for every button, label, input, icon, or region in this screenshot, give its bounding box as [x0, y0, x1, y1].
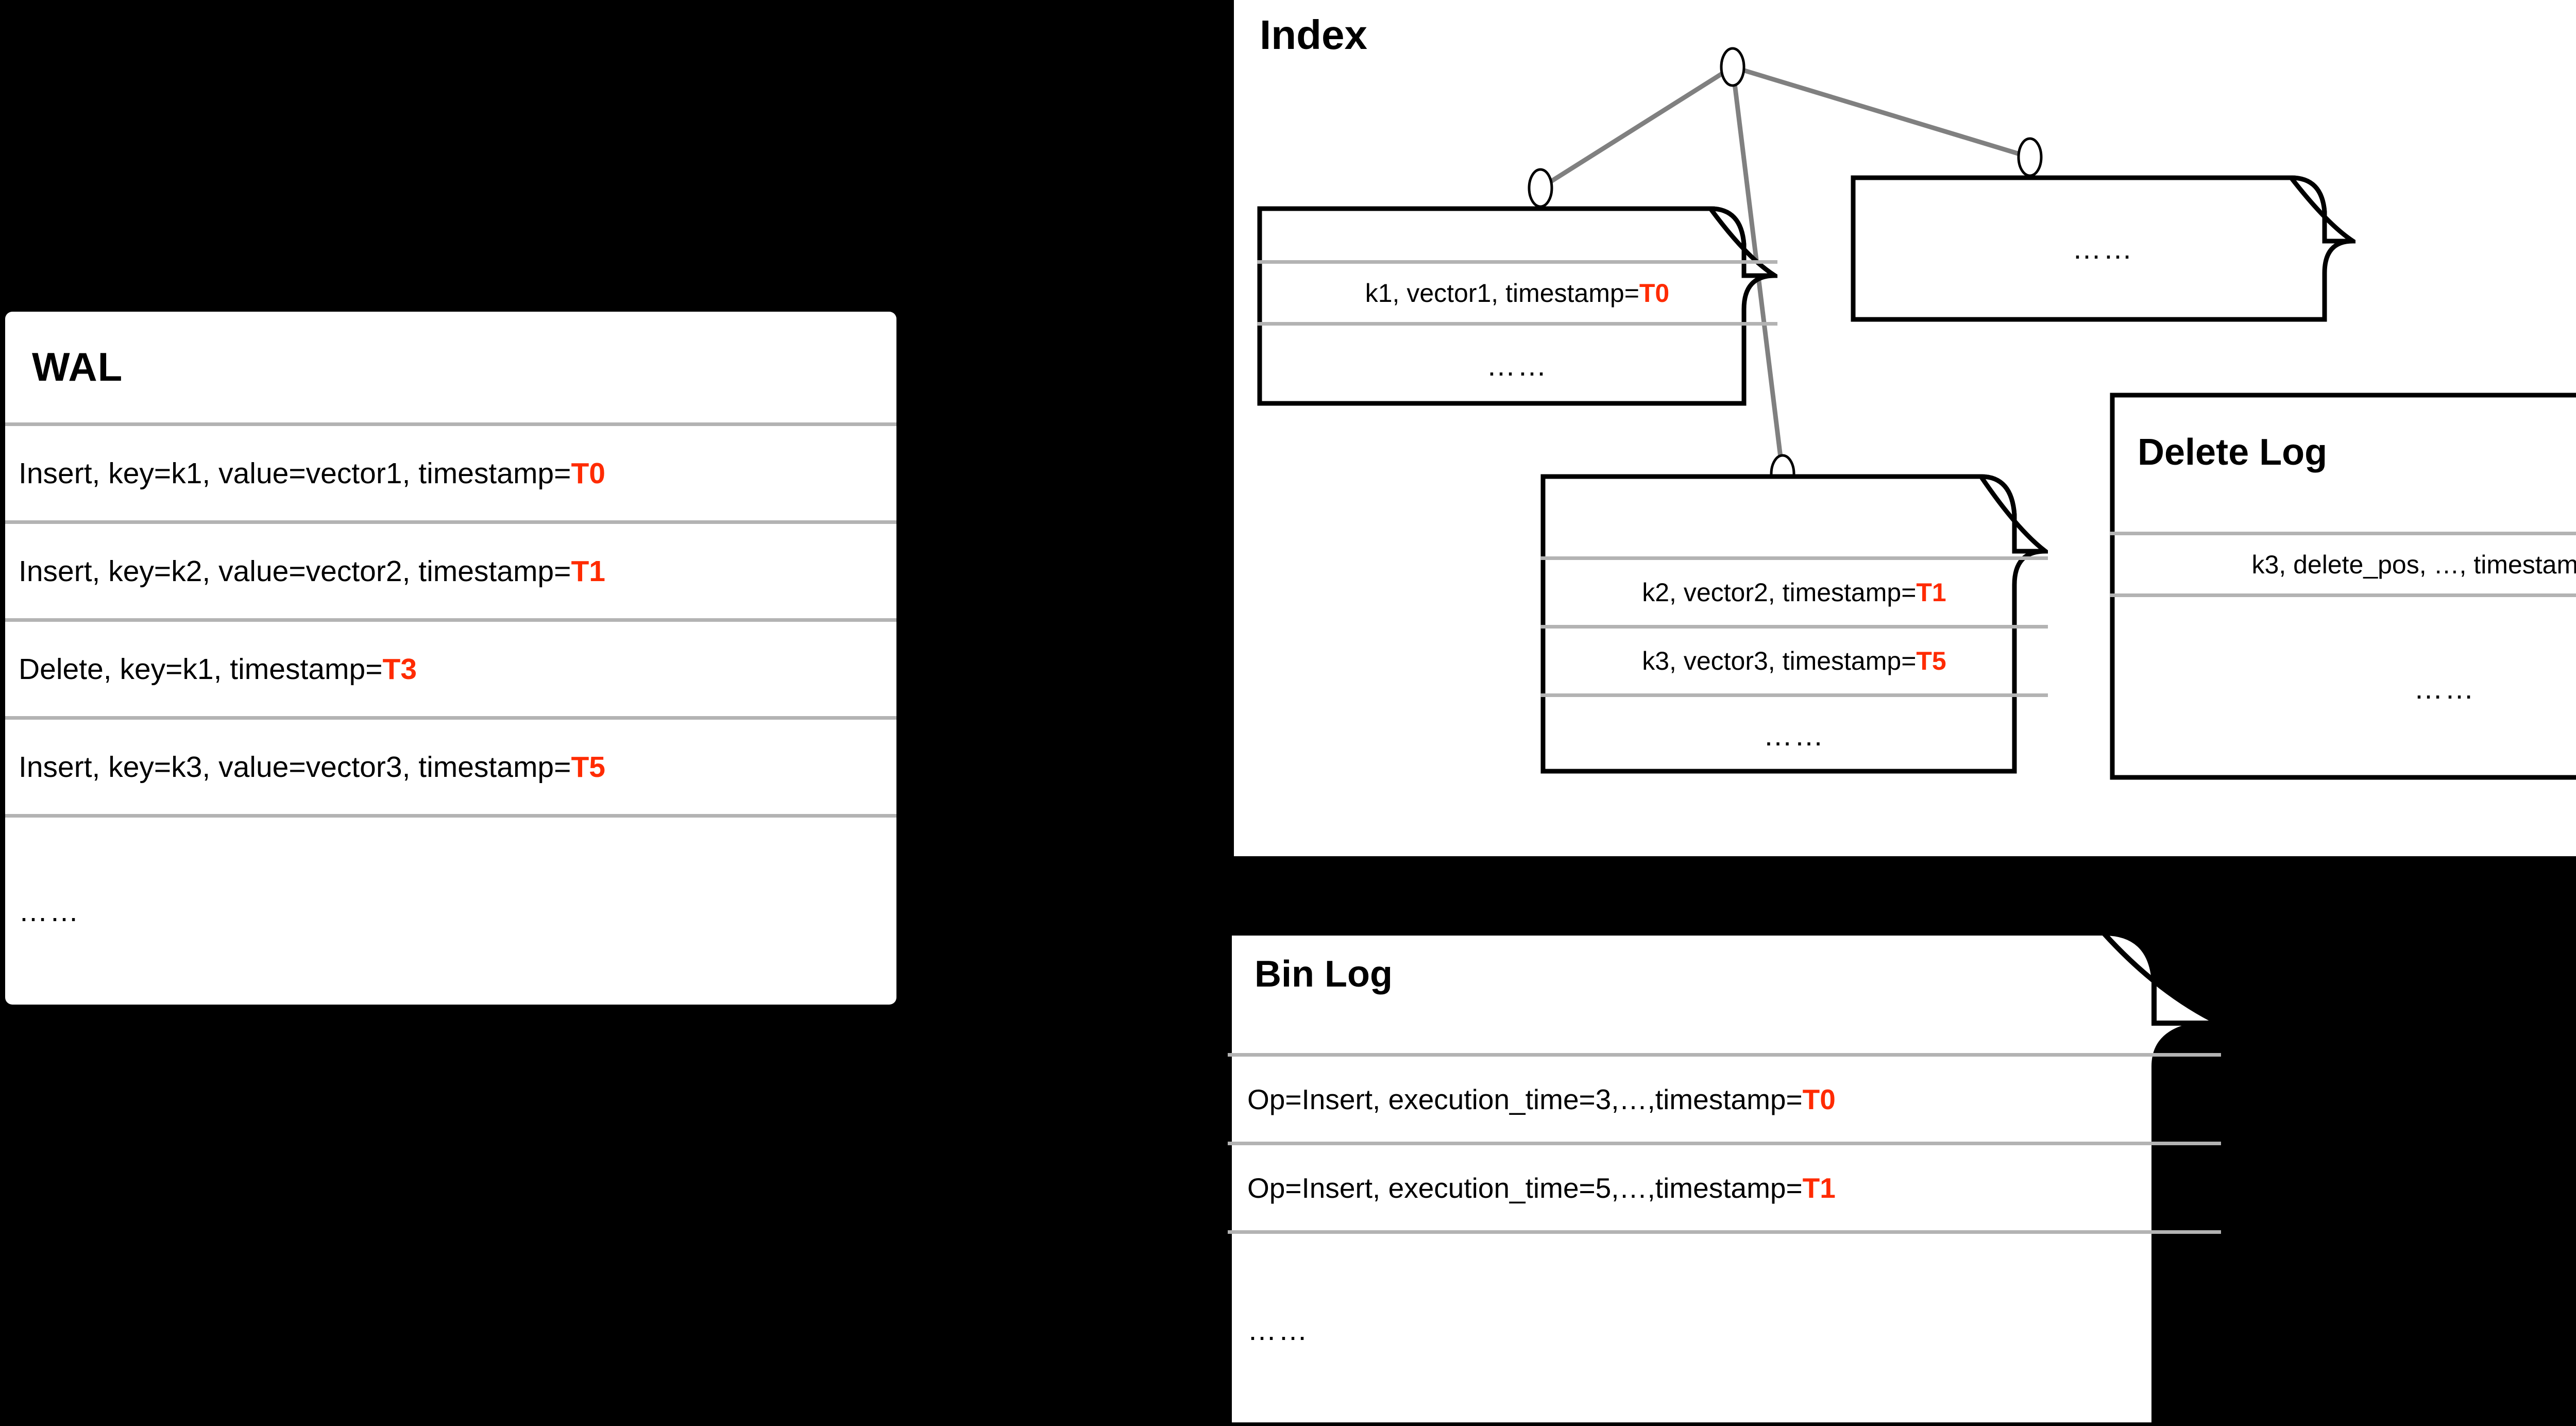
bin-log-ellipsis-row: ……: [1228, 1230, 2221, 1426]
wal-row-ellipsis: ……: [19, 894, 80, 928]
tree-node-right-child: [2019, 139, 2041, 176]
delete-log-row: k3, delete_pos, …, timestamp=T3: [2110, 532, 2576, 593]
bin-log-row: Op=Insert, execution_time=3,…,timestamp=…: [1228, 1053, 2221, 1142]
wal-row-timestamp: T3: [383, 652, 417, 686]
bin-log-row-text: Op=Insert, execution_time=5,…,timestamp=: [1247, 1172, 1803, 1204]
leaf-ellipsis-body: ……: [1851, 175, 2355, 322]
tree-edge-root-to-right: [1733, 67, 2030, 157]
wal-row-text: Insert, key=k3, value=vector3, timestamp…: [19, 750, 571, 784]
leaf-k23-row-text: k3, vector3, timestamp=: [1642, 646, 1916, 676]
leaf-k1-ellipsis-row: ……: [1257, 322, 1777, 406]
wal-row-text: Delete, key=k1, timestamp=: [19, 652, 383, 686]
delete-log-panel: Delete Log k3, delete_pos, …, timestamp=…: [2110, 393, 2576, 780]
leaf-k23-ellipsis-row: ……: [1540, 693, 2048, 774]
bin-log-row-text: Op=Insert, execution_time=3,…,timestamp=: [1247, 1083, 1803, 1116]
index-leaf-k2-k3: k2, vector2, timestamp=T1 k3, vector3, t…: [1540, 474, 2048, 774]
leaf-k1-row: k1, vector1, timestamp=T0: [1257, 260, 1777, 322]
wal-row: Insert, key=k3, value=vector3, timestamp…: [5, 716, 896, 814]
leaf-k23-row-timestamp: T1: [1916, 578, 1946, 607]
leaf-k23-ellipsis: ……: [1764, 719, 1825, 753]
wal-row-timestamp: T5: [571, 750, 605, 784]
delete-log-ellipsis-row: ……: [2110, 593, 2576, 780]
bin-log-panel: Bin Log Op=Insert, execution_time=3,…,ti…: [1228, 931, 2221, 1426]
wal-row: Insert, key=k1, value=vector1, timestamp…: [5, 422, 896, 520]
leaf-k23-row: k3, vector3, timestamp=T5: [1540, 625, 2048, 693]
leaf-k1-row-timestamp: T0: [1639, 278, 1669, 308]
leaf-k23-row: k2, vector2, timestamp=T1: [1540, 556, 2048, 625]
wal-row-text: Insert, key=k2, value=vector2, timestamp…: [19, 554, 571, 588]
index-leaf-ellipsis: ……: [1851, 175, 2355, 322]
leaf-k23-row-text: k2, vector2, timestamp=: [1642, 578, 1916, 607]
index-title: Index: [1260, 11, 1367, 59]
wal-row: Delete, key=k1, timestamp=T3: [5, 618, 896, 716]
leaf-k1-row-text: k1, vector1, timestamp=: [1365, 278, 1639, 308]
leaf-k1-header: [1257, 206, 1777, 260]
wal-row-text: Insert, key=k1, value=vector1, timestamp…: [19, 456, 571, 490]
wal-row: ……: [5, 814, 896, 1005]
wal-row: Insert, key=k2, value=vector2, timestamp…: [5, 520, 896, 618]
bin-log-row-timestamp: T0: [1803, 1083, 1836, 1116]
leaf-k23-row-timestamp: T5: [1916, 646, 1946, 676]
tree-edge-root-to-left: [1540, 67, 1733, 188]
bin-log-row: Op=Insert, execution_time=5,…,timestamp=…: [1228, 1142, 2221, 1230]
delete-log-header: [2110, 393, 2576, 532]
wal-row-timestamp: T1: [571, 554, 605, 588]
delete-log-row-text: k3, delete_pos, …, timestamp=: [2252, 550, 2576, 580]
bin-log-header: [1228, 931, 2221, 1053]
index-leaf-k1: k1, vector1, timestamp=T0 ……: [1257, 206, 1777, 406]
tree-node-root: [1721, 48, 1744, 86]
bin-log-row-timestamp: T1: [1803, 1172, 1836, 1204]
leaf-k23-header: [1540, 474, 2048, 556]
bin-log-ellipsis: ……: [1247, 1313, 1309, 1347]
tree-node-left-child: [1529, 169, 1552, 207]
leaf-ellipsis-text: ……: [2072, 232, 2134, 266]
wal-row-timestamp: T0: [571, 456, 605, 490]
wal-title: WAL: [5, 312, 896, 422]
leaf-k1-ellipsis: ……: [1486, 349, 1548, 383]
wal-panel: WAL Insert, key=k1, value=vector1, times…: [5, 312, 896, 1005]
wal-title-label: WAL: [32, 344, 123, 391]
delete-log-ellipsis: ……: [2414, 672, 2476, 706]
